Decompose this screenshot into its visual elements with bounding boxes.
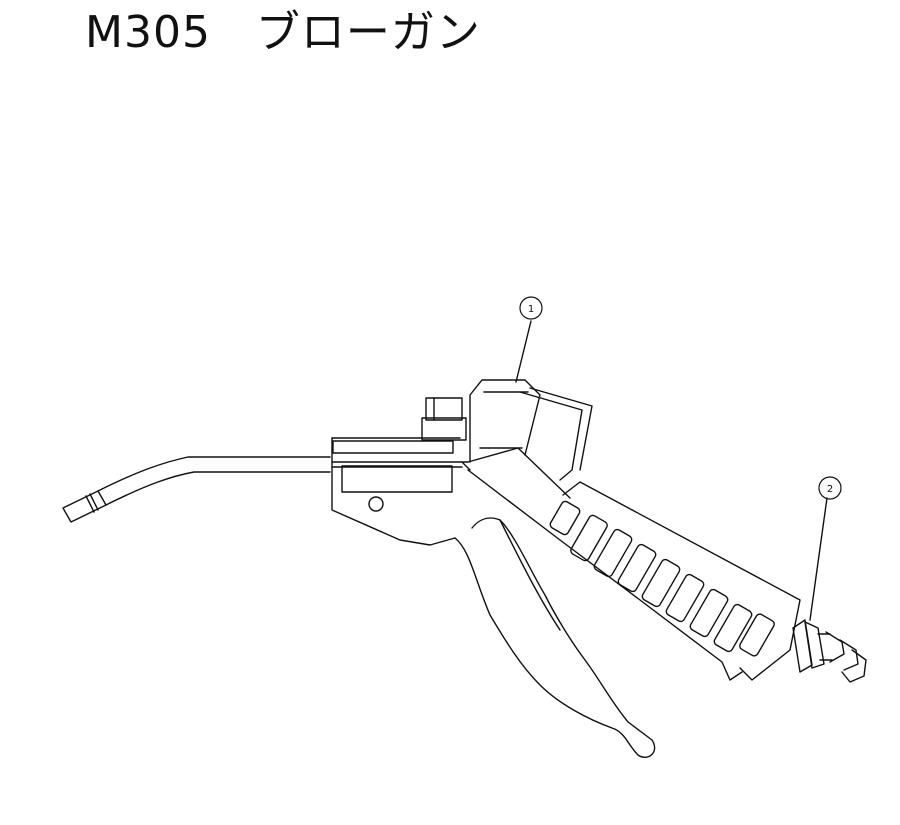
trigger-lever xyxy=(455,518,655,757)
ribbed-handle xyxy=(549,482,800,680)
valve-button xyxy=(422,398,466,440)
body-bottom xyxy=(468,470,742,680)
callout-2-label: 2 xyxy=(827,484,833,495)
nozzle-tip xyxy=(63,491,106,522)
hose-fitting xyxy=(793,620,866,682)
nozzle-tube xyxy=(98,457,330,505)
callout-leaders xyxy=(516,321,827,620)
valve-housing xyxy=(470,380,540,462)
page-title: M305 ブローガン xyxy=(85,8,481,58)
product-name: ブローガン xyxy=(255,7,481,58)
barrel-top xyxy=(468,448,570,498)
gun-body xyxy=(332,438,470,545)
callout-2: 2 xyxy=(819,477,841,499)
callout-1-label: 1 xyxy=(528,304,534,315)
callout-1: 1 xyxy=(520,297,542,319)
model-number: M305 xyxy=(85,7,211,58)
handle-ribs xyxy=(549,500,776,657)
hook-guard xyxy=(520,388,592,480)
